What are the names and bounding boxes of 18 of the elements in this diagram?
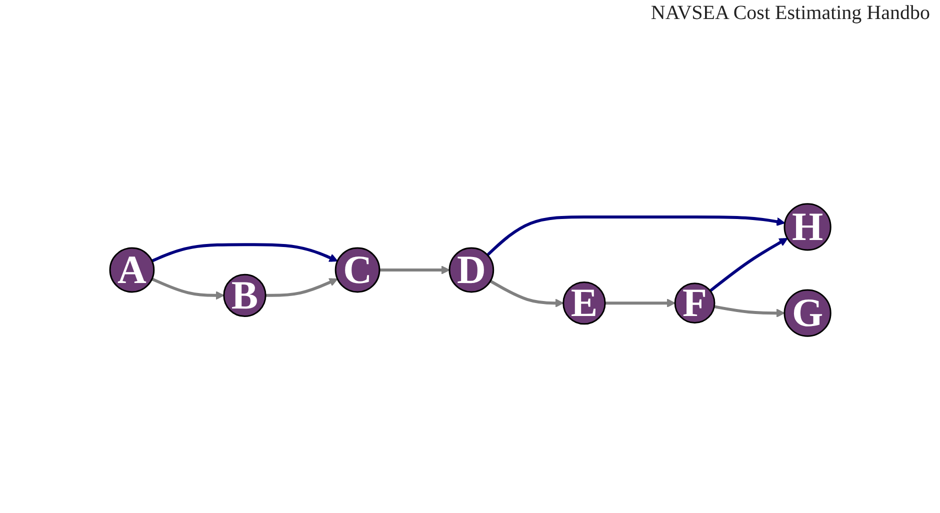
arrow bbox=[151, 278, 224, 300]
node-circle: H bbox=[783, 203, 832, 251]
arrow bbox=[265, 278, 338, 297]
node-circle: A bbox=[108, 247, 154, 293]
node-circle: D bbox=[448, 247, 494, 293]
arrow bbox=[379, 266, 450, 274]
arrow bbox=[486, 215, 785, 256]
node-circle: C bbox=[334, 247, 380, 293]
arrow bbox=[151, 243, 338, 262]
node-circle: G bbox=[783, 289, 832, 337]
arrow bbox=[709, 238, 788, 292]
arrow bbox=[604, 298, 676, 308]
arrow bbox=[489, 280, 564, 308]
header-text: NAVSEA Cost Estimating Handbo bbox=[650, 2, 930, 25]
node-circle: B bbox=[222, 274, 266, 318]
node-circle: E bbox=[562, 281, 606, 325]
node-circle: F bbox=[674, 282, 715, 324]
arrow bbox=[714, 305, 785, 318]
